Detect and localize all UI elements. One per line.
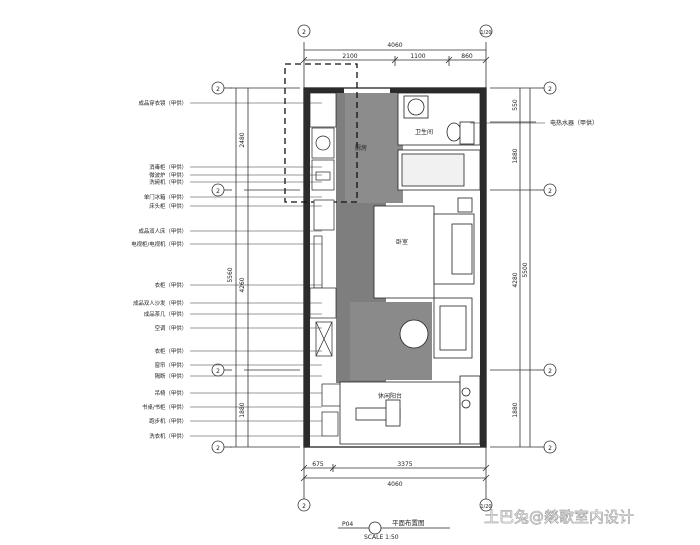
kitchen-floor [345,93,403,203]
left-callouts: 成品穿衣镜（甲供） 消毒柜（甲供）微波炉（甲供）洗碗机（甲供） 单门冰箱（甲供）床头… [131,99,322,440]
top-dim-1: 2100 [342,53,357,60]
left-axis-markers [211,81,232,454]
watermark-text: 土巴兔@燚歌室内设计 [484,508,634,526]
right-dim-2: 1880 [512,148,519,163]
callout-label: 衣柜（甲供） [155,347,187,355]
top-dim-total: 4060 [387,42,402,49]
axis-marker-bottom-right-label: 1/20 [480,504,491,510]
callout-label: 吊椅（甲供） [155,389,187,397]
bedroom-label: 卧室 [396,238,408,246]
axis-marker-top-left [297,24,311,38]
kitchen-label: 厨房 [355,144,367,152]
right-callout-label: 电热水器（甲供） [550,119,598,127]
callout-label: 窗帘（甲供） [155,361,187,369]
top-dimensions [300,42,490,90]
left-dimensions [230,87,300,448]
callout-label: 衣柜（甲供） [155,281,187,289]
top-dim-3: 860 [461,53,473,60]
balcony [339,375,481,445]
left-furniture-column [309,92,343,437]
right-marker-2-label: 2 [548,188,552,195]
callout-label: 消毒柜（甲供） [149,163,187,171]
left-dim-1: 2480 [239,132,246,147]
right-dim-3: 4280 [512,272,519,287]
callout-label: 成品穿衣镜（甲供） [138,99,187,107]
right-marker-3-label: 2 [548,368,552,375]
top-dim-2: 1100 [410,53,425,60]
bed [373,197,475,299]
right-marker-4-label: 2 [548,445,552,452]
callout-label: 电视柜/电视机（甲供） [131,240,187,248]
axis-marker-bottom-left-label: 2 [302,503,306,510]
callout-label: 隔断（甲供） [155,372,187,380]
callout-label: 微波炉（甲供） [149,171,187,179]
sofa-area [399,297,473,359]
callout-label: 洗衣机（甲供） [149,432,187,440]
balcony-label: 休闲阳台 [378,392,402,400]
callout-label: 成品双人床（甲供） [138,227,187,235]
left-marker-1-label: 2 [216,86,220,93]
bottom-dim-1: 675 [312,461,324,468]
drawing-title: 平面布置图 [392,518,425,527]
callout-label: 跑步机（甲供） [149,417,187,425]
axis-marker-bottom-left [297,498,311,512]
right-dimensions [490,87,536,448]
bathroom [397,92,481,191]
bottom-dim-2: 3375 [397,461,412,468]
left-marker-2-label: 2 [216,188,220,195]
axis-marker-bottom-right [479,498,493,512]
right-dim-1: 550 [512,99,519,111]
left-marker-4-label: 2 [216,445,220,452]
callout-label: 书桌/书柜（甲供） [142,403,187,411]
right-axis-markers [536,81,557,454]
callout-label: 洗碗机（甲供） [149,178,187,186]
axis-marker-top-right [479,24,493,38]
left-dim-total: 5560 [227,267,234,282]
right-dim-4: 1880 [512,402,519,417]
right-dim-total: 5500 [522,262,529,277]
title-block [338,521,450,535]
bottom-dimensions [300,445,490,500]
callout-label: 单门冰箱（甲供） [144,193,187,201]
right-marker-1-label: 2 [548,86,552,93]
sheet-number: P04 [342,521,353,528]
left-marker-3-label: 2 [216,368,220,375]
callout-label: 空调（甲供） [155,324,187,332]
drawing-scale: SCALE 1:50 [364,534,399,541]
axis-marker-top-right-label: 1/20 [480,30,491,36]
bottom-dim-total: 4060 [387,481,402,488]
bathroom-label: 卫生间 [415,128,433,136]
left-dim-3: 1880 [239,402,246,417]
callout-label: 床头柜（甲供） [149,202,187,210]
callout-label: 成品双人沙发（甲供） [133,299,187,307]
axis-marker-top-left-label: 2 [302,29,306,36]
callout-label: 成品茶几（甲供） [144,310,187,318]
